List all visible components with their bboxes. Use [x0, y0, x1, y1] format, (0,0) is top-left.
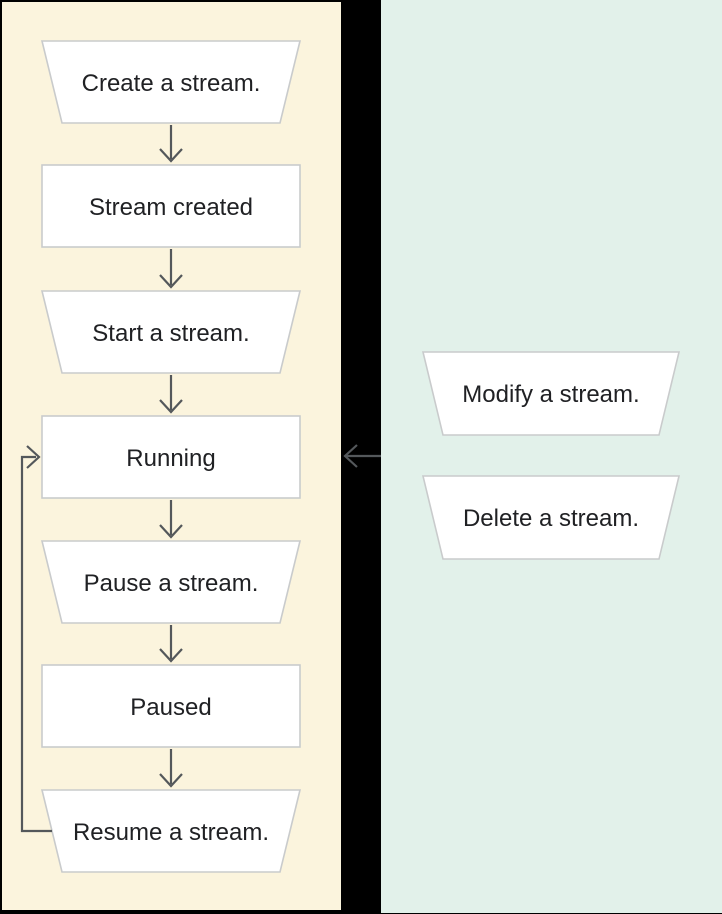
arrow-start-to-running: [159, 375, 183, 414]
trapezoid-pause-a-stream: [40, 540, 302, 624]
rectangle-stream-created: [41, 164, 301, 248]
arrow-running-to-pause: [159, 500, 183, 539]
node-start-a-stream: Start a stream.: [40, 290, 302, 374]
rectangle-running: [41, 415, 301, 499]
trapezoid-delete-a-stream: [421, 475, 681, 560]
node-start-a-stream-label: Start a stream.: [92, 320, 249, 347]
arrow-created-to-start: [159, 249, 183, 289]
arrow-create-to-created: [159, 125, 183, 163]
node-running: Running: [41, 415, 301, 499]
arrow-right-panel-to-running: [343, 444, 381, 468]
rectangle-paused: [41, 664, 301, 748]
node-stream-created: Stream created: [41, 164, 301, 248]
arrow-resume-loop-to-running: [20, 445, 52, 833]
node-delete-a-stream-label: Delete a stream.: [463, 505, 639, 532]
node-pause-a-stream-label: Pause a stream.: [84, 570, 259, 597]
node-running-label: Running: [126, 445, 215, 472]
trapezoid-start-a-stream: [40, 290, 302, 374]
node-paused-label: Paused: [130, 694, 211, 721]
node-paused: Paused: [41, 664, 301, 748]
arrow-paused-to-resume: [159, 749, 183, 788]
trapezoid-create-a-stream: [40, 40, 302, 124]
trapezoid-resume-a-stream: [40, 789, 302, 873]
node-modify-a-stream: Modify a stream.: [421, 351, 681, 436]
right-panel: [381, 0, 722, 913]
node-create-a-stream: Create a stream.: [40, 40, 302, 124]
node-modify-a-stream-label: Modify a stream.: [462, 381, 639, 408]
node-resume-a-stream-label: Resume a stream.: [73, 819, 269, 846]
node-resume-a-stream: Resume a stream.: [40, 789, 302, 873]
node-delete-a-stream: Delete a stream.: [421, 475, 681, 560]
arrow-pause-to-paused: [159, 625, 183, 663]
node-stream-created-label: Stream created: [89, 194, 253, 221]
trapezoid-modify-a-stream: [421, 351, 681, 436]
node-pause-a-stream: Pause a stream.: [40, 540, 302, 624]
node-create-a-stream-label: Create a stream.: [82, 70, 261, 97]
